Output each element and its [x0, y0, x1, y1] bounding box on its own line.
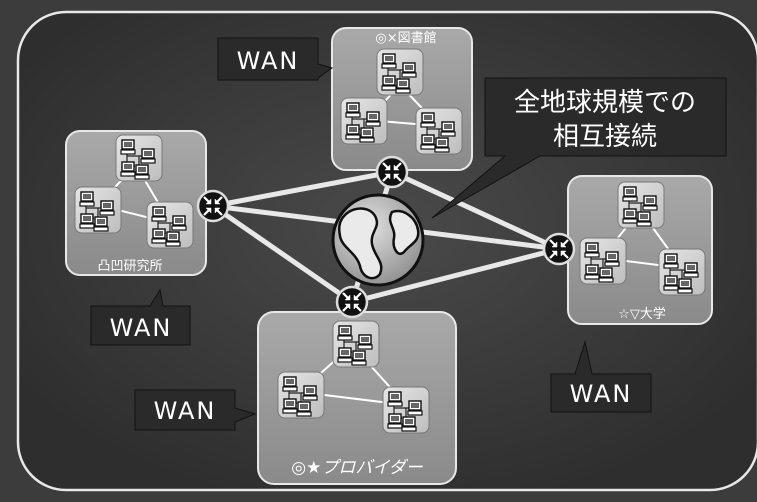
- router-icon-provider: [335, 285, 369, 319]
- network-library-name: ◎×図書館: [375, 31, 436, 46]
- network-lab: 凸凹研究所: [65, 130, 207, 276]
- callout-line-1: 全地球規模での: [514, 88, 696, 118]
- router-icon-lab: [196, 189, 230, 223]
- wan-label: WAN: [110, 314, 173, 342]
- network-university: ☆▽大学: [567, 175, 713, 325]
- wan-callout-lab: WAN: [90, 288, 191, 346]
- wan-callout-provider: WAN: [134, 389, 257, 431]
- interconnection-callout: 全地球規模での 相互接続: [431, 77, 727, 219]
- wan-label: WAN: [237, 47, 300, 75]
- globe-icon: [331, 193, 425, 287]
- wan-label: WAN: [154, 397, 217, 425]
- network-library: ◎×図書館: [331, 27, 473, 171]
- router-icon-university: [542, 232, 576, 266]
- callout-line-2: 相互接続: [553, 122, 657, 152]
- network-provider: ◎★プロバイダー: [257, 311, 457, 485]
- router-icon-library: [375, 155, 409, 189]
- network-university-name: ☆▽大学: [618, 306, 666, 322]
- network-provider-name: ◎★プロバイダー: [291, 458, 423, 478]
- wan-label: WAN: [570, 380, 633, 408]
- wan-callout-university: WAN: [550, 340, 652, 413]
- network-lab-name: 凸凹研究所: [97, 259, 162, 274]
- wan-callout-library: WAN: [217, 37, 334, 81]
